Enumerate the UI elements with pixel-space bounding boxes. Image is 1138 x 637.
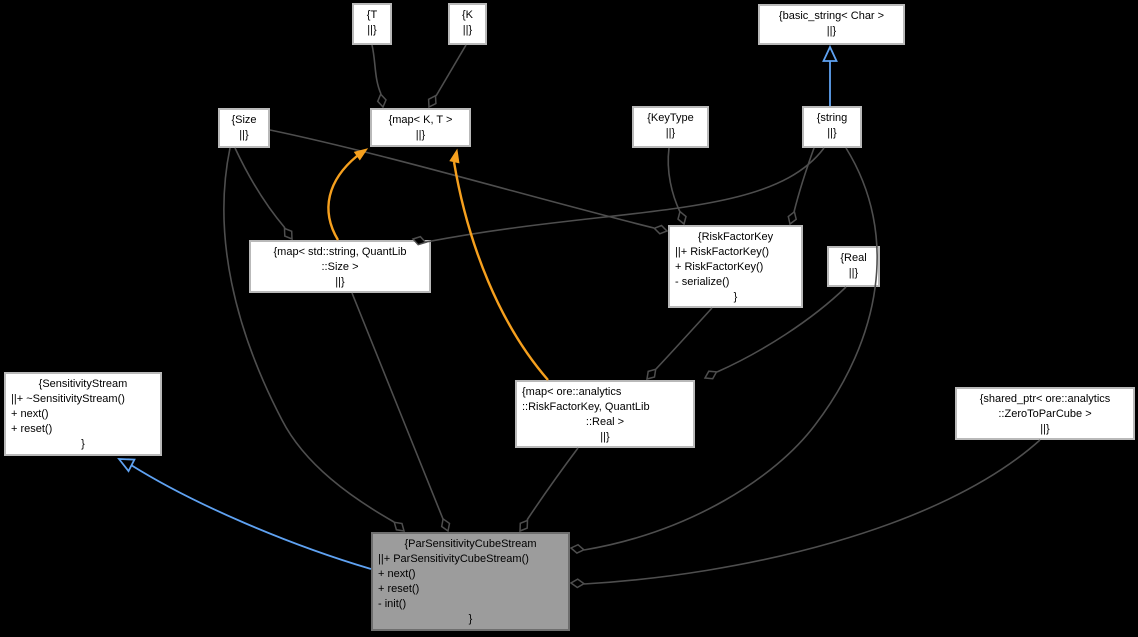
diamond-arrowhead-t-to-map-k-t [376, 92, 387, 109]
diamond-arrowhead-shared-ptr-zerotoparcube-to-parsensitivitycubestream [569, 578, 586, 589]
diamond-arrowhead-size-to-parsensitivitycubestream [393, 521, 406, 532]
node-map-riskfactorkey-real-label-line: {map< ore::analytics [522, 386, 622, 398]
edge-parsensitivitycubestream-to-sensitivitystream [130, 464, 372, 570]
node-sensitivitystream-label-line: } [81, 438, 85, 450]
node-map-string-size-label-line: {map< std::string, QuantLib [273, 246, 407, 258]
node-shared-ptr-zerotoparcube-label-line: {shared_ptr< ore::analytics [979, 393, 1111, 405]
node-shared-ptr-zerotoparcube[interactable]: {shared_ptr< ore::analytics::ZeroToParCu… [955, 387, 1135, 440]
node-t-label-line: ||} [367, 24, 377, 36]
node-string-label-line: {string [816, 112, 848, 124]
node-real-label-line: {Real [840, 252, 867, 264]
node-sensitivitystream-label-line: ||+ ~SensitivityStream() [11, 393, 125, 405]
arrow-arrowhead-map-riskfactorkey-real-to-map-k-t [449, 148, 460, 164]
node-riskfactorkey-label-line: + RiskFactorKey() [675, 261, 764, 273]
edge-map-riskfactorkey-real-to-parsensitivitycubestream [526, 447, 579, 521]
node-riskfactorkey[interactable]: {RiskFactorKey ||+ RiskFactorKey() + RiskF… [668, 225, 803, 308]
edge-string-to-riskfactorkey [793, 147, 815, 213]
node-keytype-label-line: ||} [665, 127, 676, 139]
node-map-k-t[interactable]: {map< K, T > ||} [370, 108, 471, 147]
node-map-k-t-label-line: {map< K, T > [388, 114, 453, 126]
node-map-string-size-label-line: ||} [335, 276, 345, 288]
edge-string-to-parsensitivitycubestream [583, 147, 878, 551]
diamond-arrowhead-map-riskfactorkey-real-to-parsensitivitycubestream [519, 519, 529, 533]
node-riskfactorkey-label-line: {RiskFactorKey [697, 231, 774, 243]
node-basic-string-label-line: ||} [826, 25, 837, 37]
node-sensitivitystream[interactable]: {SensitivityStream ||+ ~SensitivityStream… [4, 372, 162, 456]
node-riskfactorkey-label-line: } [733, 291, 738, 303]
edge-t-to-map-k-t [371, 44, 382, 95]
node-parsensitivitycubestream-label-line: } [468, 613, 473, 625]
node-sensitivitystream-label-line: + reset() [11, 423, 53, 435]
diamond-arrowhead-real-to-map-riskfactorkey-real [703, 370, 718, 380]
diamond-arrowhead-string-to-parsensitivitycubestream [569, 543, 586, 554]
node-k[interactable]: {K ||} [448, 3, 487, 45]
diamond-arrowhead-size-to-riskfactorkey [652, 224, 669, 235]
edge-k-to-map-k-t [435, 44, 467, 97]
node-k-label-line: ||} [462, 24, 473, 36]
edge-map-riskfactorkey-real-to-map-k-t [452, 161, 549, 381]
diamond-arrowhead-k-to-map-k-t [427, 94, 437, 109]
diamond-arrowhead-size-to-map-string-size [283, 227, 293, 241]
node-string-label-line: ||} [827, 127, 837, 139]
node-sensitivitystream-label-line: {SensitivityStream [38, 378, 128, 390]
node-map-riskfactorkey-real-label-line: ::RiskFactorKey, QuantLib [522, 401, 650, 413]
edge-size-to-map-string-size [234, 147, 286, 229]
triangle-arrowhead-string-to-basic-string [822, 44, 838, 62]
diamond-arrowhead-keytype-to-riskfactorkey [677, 210, 687, 226]
node-keytype-label-line: {KeyType [647, 112, 694, 124]
node-k-label-line: {K [461, 9, 473, 21]
node-parsensitivitycubestream-label-line: - init() [378, 598, 407, 610]
edge-riskfactorkey-to-map-riskfactorkey-real [655, 307, 713, 370]
edge-map-string-size-to-map-k-t [327, 155, 358, 241]
node-map-string-size-label-line: ::Size > [321, 261, 359, 273]
node-map-k-t-label-line: ||} [415, 129, 426, 141]
edge-map-string-size-to-parsensitivitycubestream [351, 292, 444, 520]
node-size-label-line: ||} [239, 129, 249, 141]
node-map-riskfactorkey-real-label-line: ||} [600, 431, 610, 443]
node-real[interactable]: {Real ||} [827, 246, 880, 287]
edge-keytype-to-riskfactorkey [667, 147, 681, 213]
node-size[interactable]: {Size ||} [218, 108, 270, 148]
node-parsensitivitycubestream-label-line: + next() [378, 568, 416, 580]
node-string[interactable]: {string ||} [802, 106, 862, 148]
node-sensitivitystream-label-line: + next() [11, 408, 49, 420]
edge-size-to-parsensitivitycubestream [223, 147, 395, 523]
arrow-arrowhead-map-string-size-to-map-k-t [353, 148, 369, 161]
node-t[interactable]: {T ||} [352, 3, 392, 45]
node-shared-ptr-zerotoparcube-label-line: ::ZeroToParCube > [998, 408, 1092, 420]
node-riskfactorkey-label-line: - serialize() [675, 276, 730, 288]
node-basic-string[interactable]: {basic_string< Char > ||} [758, 4, 905, 45]
node-parsensitivitycubestream-label-line: {ParSensitivityCubeStream [404, 538, 537, 550]
node-size-label-line: {Size [231, 114, 257, 126]
node-real-label-line: ||} [848, 267, 859, 279]
triangle-arrowhead-parsensitivitycubestream-to-sensitivitystream [117, 458, 136, 473]
node-map-riskfactorkey-real[interactable]: {map< ore::analytics::RiskFactorKey, Qua… [515, 380, 695, 448]
node-shared-ptr-zerotoparcube-label-line: ||} [1040, 423, 1050, 435]
diamond-arrowhead-riskfactorkey-to-map-riskfactorkey-real [646, 368, 657, 381]
diamond-arrowhead-map-string-size-to-parsensitivitycubestream [440, 517, 451, 533]
node-keytype[interactable]: {KeyType ||} [632, 106, 709, 148]
node-t-label-line: {T [366, 9, 378, 21]
node-basic-string-label-line: {basic_string< Char > [778, 10, 885, 22]
node-parsensitivitycubestream-label-line: ||+ ParSensitivityCubeStream() [378, 553, 529, 565]
node-map-riskfactorkey-real-label-line: ::Real > [585, 416, 625, 428]
node-parsensitivitycubestream-label-line: + reset() [378, 583, 420, 595]
node-parsensitivitycubestream[interactable]: {ParSensitivityCubeStream ||+ ParSensitiv… [371, 532, 570, 631]
node-map-string-size[interactable]: {map< std::string, QuantLib::Size >||} [249, 240, 431, 293]
edge-shared-ptr-zerotoparcube-to-parsensitivitycubestream [583, 439, 1041, 585]
diamond-arrowhead-string-to-riskfactorkey [787, 210, 798, 226]
node-riskfactorkey-label-line: ||+ RiskFactorKey() [675, 246, 770, 258]
